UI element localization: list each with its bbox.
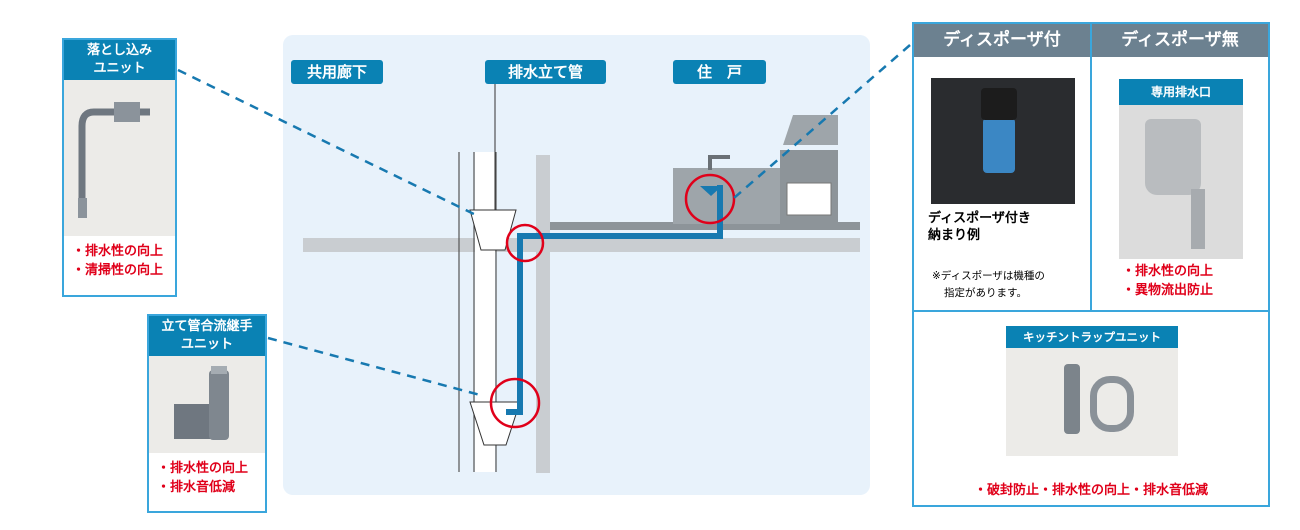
dedicated-drain-benefits: ・排水性の向上・異物流出防止 bbox=[1122, 262, 1213, 300]
divider bbox=[1090, 24, 1092, 312]
divider bbox=[914, 310, 1268, 312]
highlight-circle bbox=[489, 377, 541, 429]
highlight-circle bbox=[505, 223, 545, 263]
callout-line bbox=[267, 336, 481, 397]
stack-joint-unit-benefits: ・排水性の向上・排水音低減 bbox=[149, 453, 265, 497]
benefit: ・排水音低減 bbox=[157, 480, 236, 495]
kitchen-drain-panel: ディスポーザ付 ディスポーザ無 ディスポーザ付き納まり例 ※ディスポーザは機種の… bbox=[912, 22, 1270, 507]
title-line: ユニット bbox=[180, 337, 233, 352]
benefit: ・排水性の向上 bbox=[1122, 264, 1214, 279]
stack-joint-unit-card: 立て管合流継手ユニット ・排水性の向上・排水音低減 bbox=[147, 314, 267, 513]
diagram-panel bbox=[283, 35, 870, 495]
note-line: ※ディスポーザは機種の bbox=[932, 270, 1045, 282]
wall bbox=[536, 155, 550, 473]
title-line: 立て管合流継手 bbox=[161, 319, 253, 334]
dedicated-drain-photo: 専用排水口 bbox=[1119, 79, 1243, 259]
header-without-disposer: ディスポーザ無 bbox=[1092, 24, 1268, 57]
drop-unit-pipe-image bbox=[78, 102, 150, 218]
faucet bbox=[708, 155, 730, 170]
drop-unit-photo bbox=[64, 80, 175, 236]
floor-slab bbox=[303, 238, 860, 252]
callout-line bbox=[177, 68, 479, 218]
header-with-disposer: ディスポーザ付 bbox=[914, 24, 1090, 57]
label-drain-stack: 排水立て管 bbox=[485, 60, 606, 84]
drop-unit-card: 落とし込みユニット ・排水性の向上・清掃性の向上 bbox=[62, 38, 177, 297]
disposer-note: ※ディスポーザは機種の指定があります。 bbox=[932, 268, 1045, 302]
drop-unit-benefits: ・排水性の向上・清掃性の向上 bbox=[64, 236, 175, 280]
caption-line: ディスポーザ付き bbox=[928, 211, 1031, 226]
callout-line bbox=[733, 44, 911, 199]
counter bbox=[550, 222, 860, 230]
label-corridor: 共用廊下 bbox=[291, 60, 383, 84]
stack-joint-unit-title: 立て管合流継手ユニット bbox=[149, 316, 265, 356]
caption-line: 納まり例 bbox=[928, 228, 981, 243]
title-line: ユニット bbox=[93, 61, 146, 76]
stack-joint-image bbox=[174, 366, 229, 440]
note-line: 指定があります。 bbox=[944, 287, 1027, 299]
disposer-caption: ディスポーザ付き納まり例 bbox=[928, 210, 1031, 244]
dedicated-drain-label: 専用排水口 bbox=[1119, 79, 1243, 105]
benefit: ・排水性の向上 bbox=[72, 244, 164, 259]
highlight-circle bbox=[684, 173, 736, 225]
trap-unit-photo: キッチントラップユニット bbox=[1006, 326, 1178, 456]
drain-pipe bbox=[506, 185, 723, 415]
trap-unit-benefits: ・破封防止・排水性の向上・排水音低減 bbox=[973, 483, 1208, 498]
stack-fitting-upper bbox=[469, 209, 517, 251]
benefit: ・異物流出防止 bbox=[1122, 283, 1214, 298]
stack-joint-unit-photo bbox=[149, 356, 265, 453]
drop-unit-title: 落とし込みユニット bbox=[64, 40, 175, 80]
benefit: ・清掃性の向上 bbox=[72, 263, 164, 278]
benefit: ・排水性の向上 bbox=[157, 461, 249, 476]
trap-unit-label: キッチントラップユニット bbox=[1006, 326, 1178, 348]
label-dwelling: 住 戸 bbox=[673, 60, 766, 84]
title-line: 落とし込み bbox=[86, 43, 152, 58]
disposer-photo bbox=[931, 78, 1075, 204]
